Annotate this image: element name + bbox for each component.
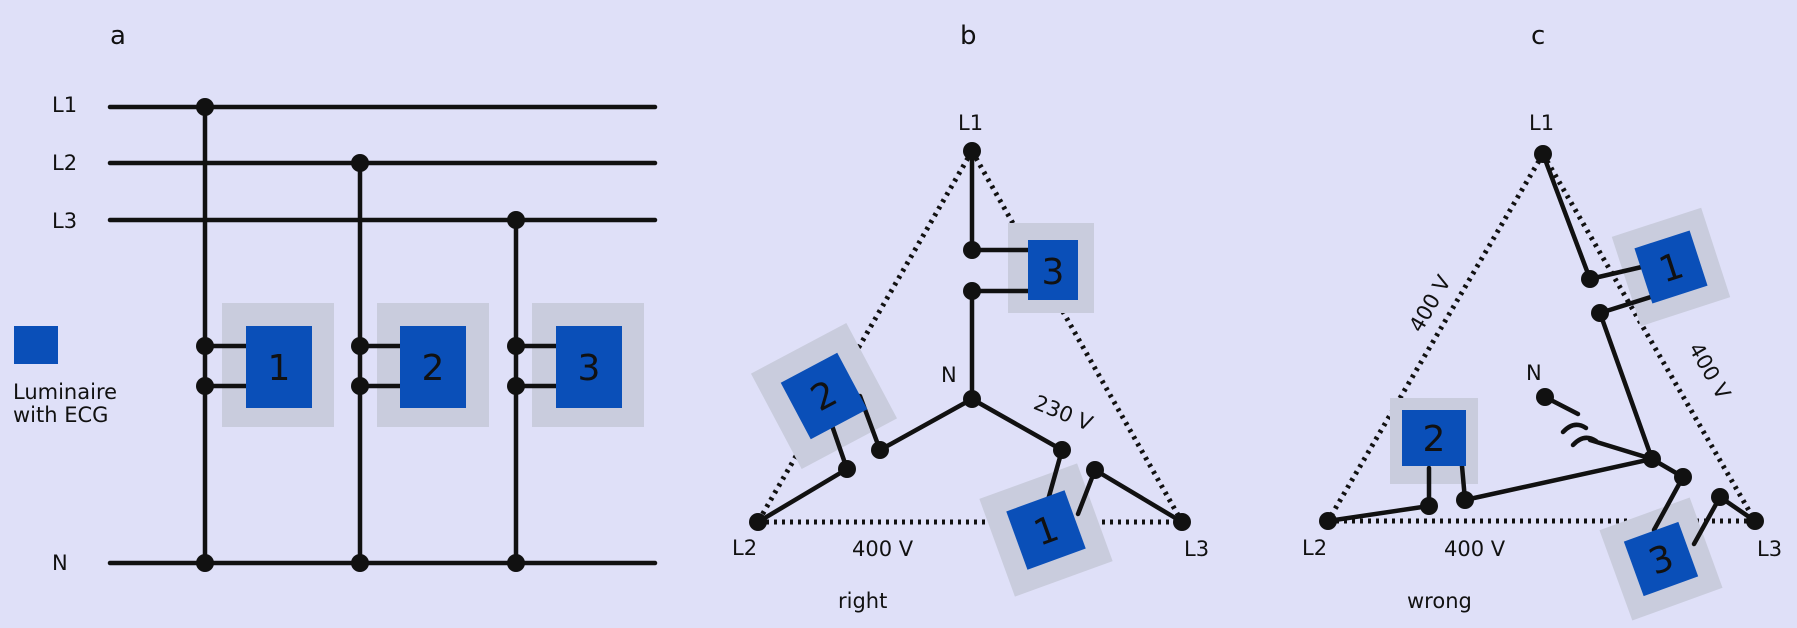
vertex-label-l2: L2	[732, 536, 757, 560]
luminaire-number: 2	[1423, 419, 1446, 460]
legend-text-line1: Luminaire	[13, 380, 117, 404]
junction-dot	[1643, 450, 1661, 468]
vertex-label-l3: L3	[1184, 537, 1209, 561]
junction-dot	[196, 554, 214, 572]
junction-dot	[507, 377, 525, 395]
branch-3: 3	[507, 211, 644, 572]
junction-dot	[1086, 461, 1104, 479]
wire	[1597, 310, 1655, 462]
vertex-label-l2: L2	[1302, 536, 1327, 560]
luminaire-3	[556, 326, 622, 408]
legend-luminaire-swatch	[14, 326, 58, 364]
vertex-label-l1: L1	[1529, 111, 1554, 135]
junction-dot	[1674, 468, 1692, 486]
vertex-label-l1: L1	[958, 111, 983, 135]
vertex-label-l3: L3	[1757, 537, 1782, 561]
junction-dot	[1711, 488, 1729, 506]
wire	[1540, 151, 1593, 282]
break-mark	[1560, 422, 1589, 435]
neutral-label: N	[1526, 361, 1542, 385]
junction-dot	[1456, 491, 1474, 509]
wire	[969, 396, 1065, 453]
junction-dot	[351, 154, 369, 172]
junction-dot	[351, 554, 369, 572]
luminaire-number: 1	[268, 348, 291, 389]
voltage-label-left: 400 V	[1404, 271, 1456, 336]
junction-dot	[1581, 270, 1599, 288]
junction-dot	[871, 441, 889, 459]
luminaire-number: 3	[1042, 252, 1065, 293]
junction-dot	[1053, 441, 1071, 459]
junction-dot	[1591, 304, 1609, 322]
luminaire-2	[400, 326, 466, 408]
bus-label-l1: L1	[52, 93, 77, 117]
wire	[1597, 293, 1657, 316]
panel-a-label: a	[110, 21, 126, 51]
voltage-label-phase: 230 V	[1030, 391, 1096, 436]
legend: Luminaire with ECG	[13, 326, 117, 427]
wire	[1092, 467, 1185, 525]
junction-dot	[196, 337, 214, 355]
branch-1: 1	[196, 98, 334, 572]
luminaire-1	[1634, 230, 1708, 304]
wire	[755, 466, 850, 525]
junction-dot	[351, 337, 369, 355]
bus-label-n: N	[52, 551, 68, 575]
caption-wrong: wrong	[1407, 589, 1472, 613]
bus-label-l3: L3	[52, 209, 77, 233]
panel-a: a L1 L2 L3 N 1	[13, 21, 658, 575]
vertex-dot-l3	[1173, 513, 1191, 531]
luminaire-2	[1402, 410, 1466, 466]
junction-dot	[1420, 497, 1438, 515]
junction-dot	[963, 241, 981, 259]
luminaire-3	[1623, 521, 1699, 597]
wire	[1587, 263, 1649, 282]
luminaire-number: 3	[578, 348, 601, 389]
branch-2: 2	[351, 154, 489, 572]
wire	[1462, 456, 1655, 503]
wire	[1651, 474, 1686, 533]
neutral-dot	[963, 390, 981, 408]
junction-dot	[507, 211, 525, 229]
luminaire-1	[1006, 490, 1086, 570]
dotted-line-l1-l2	[1325, 152, 1546, 523]
vertex-dot-l1	[1534, 145, 1552, 163]
neutral-label: N	[941, 363, 957, 387]
wire	[1587, 437, 1655, 462]
panel-b: b 3 2 1	[732, 21, 1209, 613]
luminaire-1	[246, 326, 312, 408]
junction-dot	[963, 282, 981, 300]
junction-dot	[507, 554, 525, 572]
junction-dot	[196, 98, 214, 116]
junction-dot	[838, 460, 856, 478]
vertex-dot-l2	[1319, 512, 1337, 530]
dotted-line-l1-l3	[1540, 152, 1758, 523]
luminaire-number: 2	[422, 348, 445, 389]
luminaire-3	[1028, 240, 1078, 300]
dotted-line-l1-l2	[755, 149, 975, 524]
legend-text-line2: with ECG	[13, 403, 108, 427]
voltage-label-bottom: 400 V	[1444, 537, 1506, 561]
caption-right: right	[838, 589, 887, 613]
wire	[1325, 503, 1432, 524]
voltage-label-line: 400 V	[852, 537, 914, 561]
wire	[877, 396, 975, 453]
junction-dot	[507, 337, 525, 355]
voltage-label-right: 400 V	[1684, 339, 1736, 404]
vertex-dot-l2	[749, 513, 767, 531]
panel-c: c 1 2 3	[1302, 21, 1782, 621]
vertex-dot-l3	[1746, 512, 1764, 530]
panel-c-label: c	[1531, 21, 1545, 51]
junction-dot	[196, 377, 214, 395]
junction-dot	[351, 377, 369, 395]
luminaire-2	[780, 352, 868, 440]
neutral-dot	[1536, 388, 1554, 406]
panel-b-label: b	[960, 21, 977, 51]
bus-label-l2: L2	[52, 151, 77, 175]
vertex-dot-l1	[963, 142, 981, 160]
